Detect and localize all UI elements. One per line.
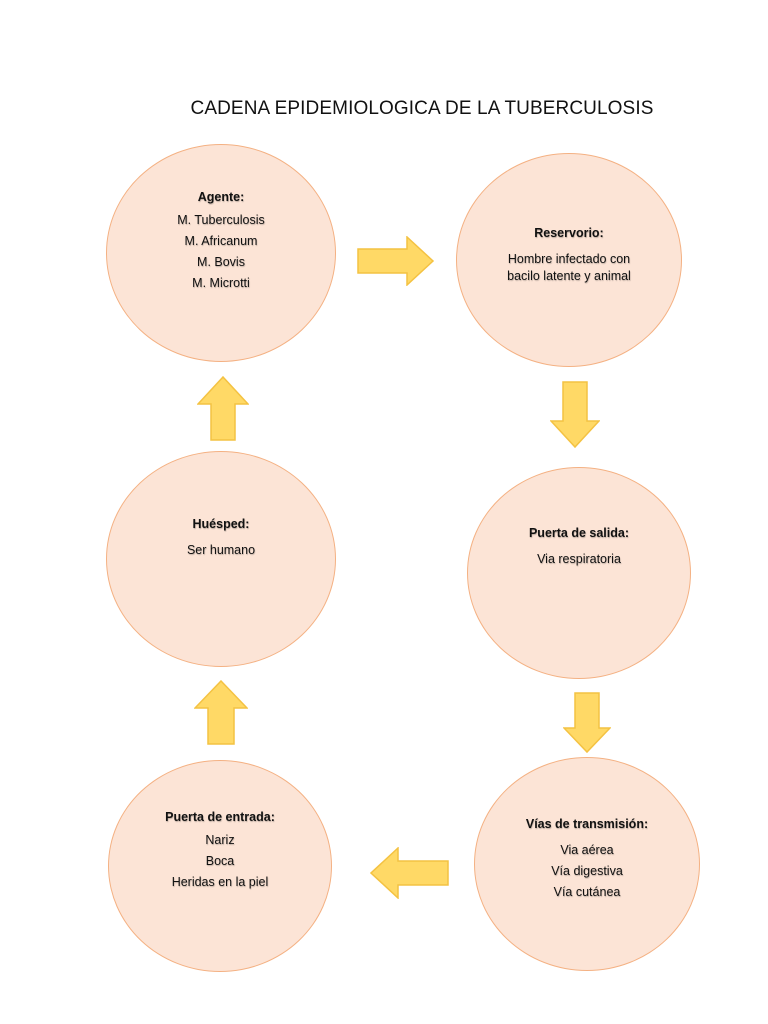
node-agente: Agente: M. Tuberculosis M. Africanum M. … — [106, 144, 336, 362]
node-reservorio: Reservorio: Hombre infectado con bacilo … — [456, 153, 682, 367]
node-huesped: Huésped: Ser humano — [106, 451, 336, 667]
node-puerta-salida: Puerta de salida: Via respiratoria — [467, 467, 691, 679]
node-reservorio-line: bacilo latente y animal — [507, 269, 631, 283]
node-vias-transmision-line: Vía cutánea — [553, 884, 621, 899]
node-puerta-entrada-line: Boca — [205, 854, 235, 868]
node-vias-transmision-line: Vía digestiva — [551, 863, 623, 878]
node-huesped-line: Ser humano — [186, 542, 256, 557]
arrow-up-icon — [197, 376, 249, 442]
node-agente-line: M. Africanum — [184, 233, 258, 248]
arrow-down-icon — [563, 692, 611, 754]
diagram-title: CADENA EPIDEMIOLOGICA DE LA TUBERCULOSIS — [190, 98, 654, 119]
node-huesped-heading: Huésped: — [192, 516, 250, 531]
node-agente-line: M. Bovis — [197, 254, 245, 269]
node-puerta-salida-line: Via respiratoria — [537, 551, 621, 566]
node-puerta-salida-heading: Puerta de salida: — [528, 525, 630, 540]
node-agente-heading: Agente: — [197, 189, 245, 204]
node-vias-transmision-line: Via aérea — [560, 842, 614, 857]
node-agente-line: M. Tuberculosis — [177, 212, 265, 227]
arrow-right-icon — [357, 236, 435, 286]
node-puerta-entrada-heading: Puerta de entrada: — [165, 810, 275, 824]
node-reservorio-line: Hombre infectado con — [507, 252, 631, 266]
arrow-left-icon — [370, 847, 450, 899]
node-puerta-entrada: Puerta de entrada: Nariz Boca Heridas en… — [108, 760, 332, 972]
node-puerta-entrada-line: Nariz — [205, 833, 235, 847]
node-vias-transmision-heading: Vías de transmisión: — [525, 816, 649, 831]
arrow-down-icon — [550, 381, 600, 449]
node-reservorio-heading: Reservorio: — [534, 226, 604, 240]
node-vias-transmision: Vías de transmisión: Via aérea Vía diges… — [474, 757, 700, 971]
node-agente-line: M. Microtti — [192, 275, 250, 290]
arrow-up-icon — [194, 680, 248, 746]
node-puerta-entrada-line: Heridas en la piel — [171, 875, 269, 889]
